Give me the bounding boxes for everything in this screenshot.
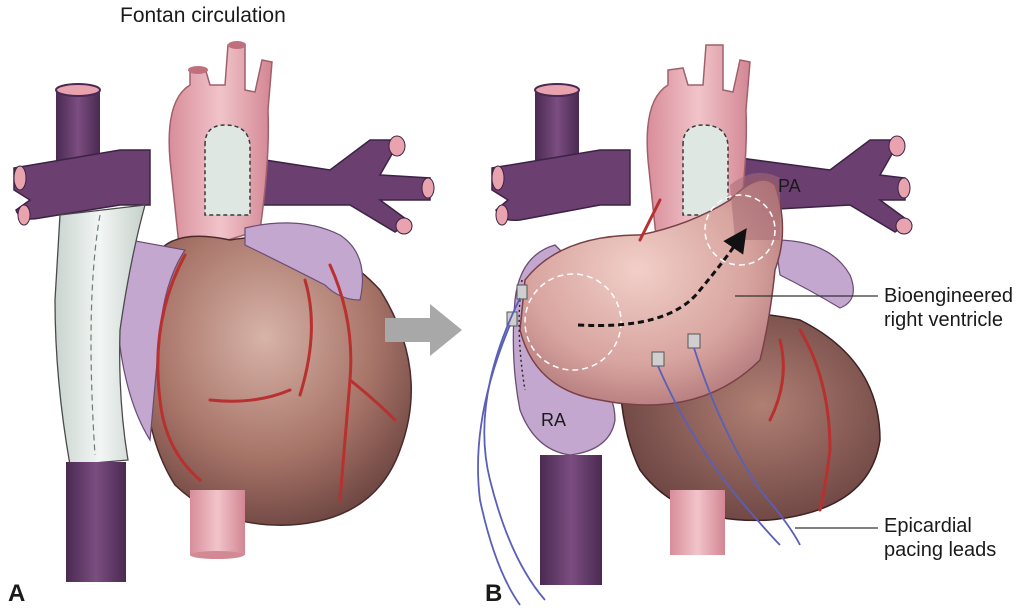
panel-label-b: B: [485, 580, 502, 608]
figure-title: Fontan circulation: [120, 4, 286, 28]
epicardial-label-line1: Epicardial: [884, 514, 996, 538]
bioengineered-label-line1: Bioengineered: [884, 284, 1013, 308]
panel-b-heart: [478, 45, 912, 605]
heart: [144, 236, 411, 525]
panel-a-heart: [14, 41, 434, 582]
epicardial-label: Epicardial pacing leads: [884, 514, 996, 562]
panel-label-a: A: [8, 580, 25, 608]
pa-label: PA: [778, 176, 801, 197]
bioengineered-label: Bioengineered right ventricle: [884, 284, 1013, 332]
ra-label: RA: [541, 410, 566, 431]
epicardial-label-line2: pacing leads: [884, 538, 996, 562]
bioengineered-label-line2: right ventricle: [884, 308, 1013, 332]
ivc-vein: [66, 462, 126, 582]
